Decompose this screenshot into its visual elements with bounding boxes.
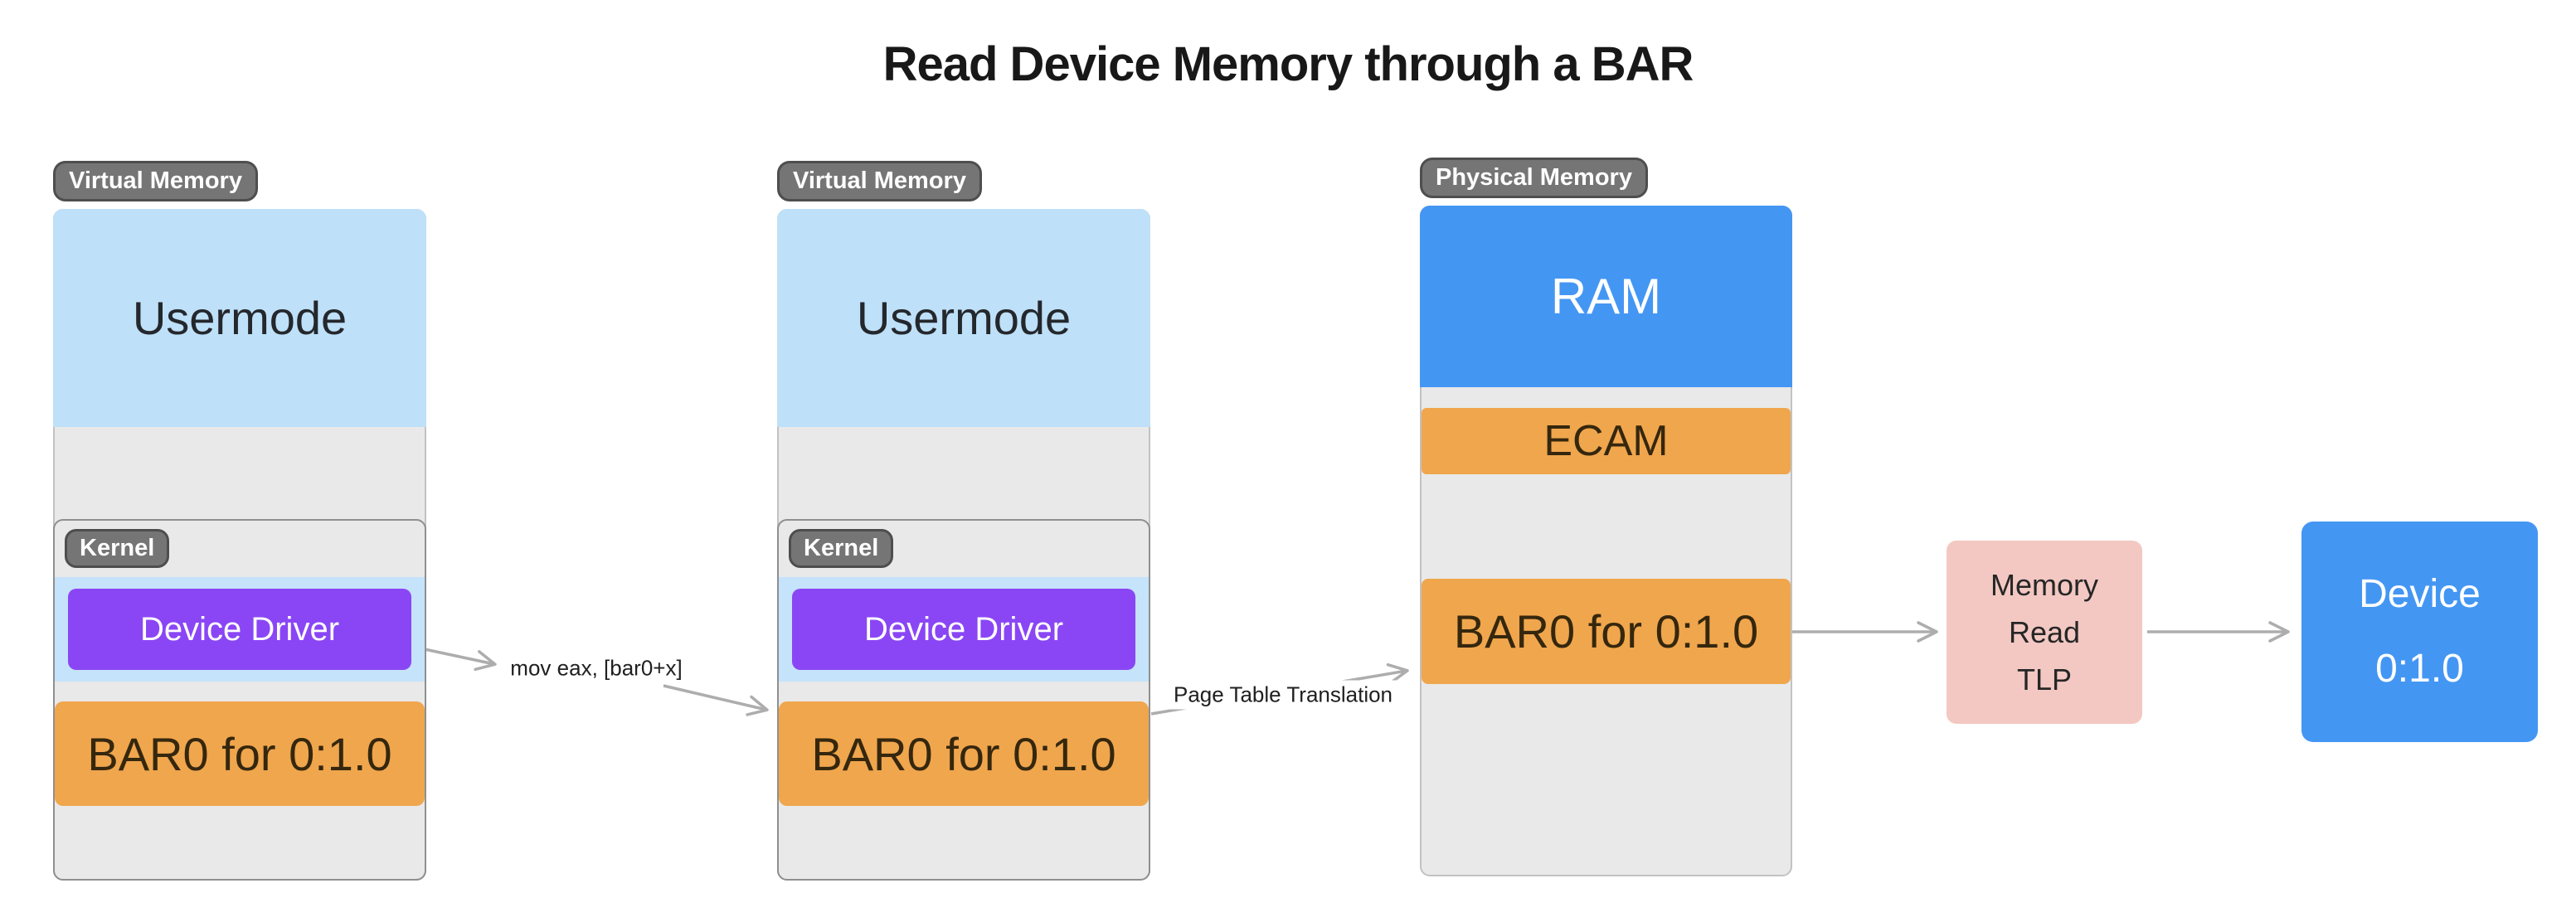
device-line-2: 0:1.0 (2375, 647, 2464, 691)
device-box: Device 0:1.0 (2301, 522, 2538, 742)
physical-memory-column: RAM ECAM BAR0 for 0:1.0 (1420, 206, 1792, 876)
kernel-region-2: Kernel Device Driver BAR0 for 0:1.0 (777, 519, 1150, 881)
usermode-block-1: Usermode (53, 209, 426, 427)
label-mov-instruction: mov eax, [bar0+x] (500, 653, 693, 683)
kernel-badge-2: Kernel (789, 529, 894, 568)
tlp-line-1: Memory (1990, 568, 2098, 602)
tlp-line-3: TLP (2016, 662, 2073, 696)
usermode-block-2: Usermode (777, 209, 1150, 427)
diagram-title: Read Device Memory through a BAR (882, 37, 1694, 91)
bar0-block-2: BAR0 for 0:1.0 (779, 701, 1149, 806)
virtual-memory-1-badge: Virtual Memory (53, 161, 258, 201)
memory-read-tlp-box: Memory Read TLP (1947, 541, 2142, 724)
physical-memory-badge: Physical Memory (1420, 158, 1648, 198)
virtual-memory-2-column: Usermode Kernel Device Driver BAR0 for 0… (777, 209, 1150, 881)
kernel-region-1: Kernel Device Driver BAR0 for 0:1.0 (53, 519, 426, 881)
driver-mapping-strip-2: Device Driver (779, 577, 1149, 682)
label-page-table-translation: Page Table Translation (1163, 680, 1403, 710)
device-line-1: Device (2359, 572, 2481, 616)
ram-block: RAM (1420, 206, 1792, 387)
device-driver-block-2: Device Driver (792, 589, 1135, 670)
arrow-mov-label-to-bar0 (663, 684, 769, 716)
driver-mapping-strip-1: Device Driver (55, 577, 425, 682)
ecam-block: ECAM (1422, 408, 1791, 474)
tlp-line-2: Read (2008, 615, 2081, 649)
bar0-block-1: BAR0 for 0:1.0 (55, 701, 425, 806)
bar0-block-physical: BAR0 for 0:1.0 (1422, 579, 1791, 684)
kernel-badge-1: Kernel (65, 529, 170, 568)
device-driver-block-1: Device Driver (68, 589, 411, 670)
arrow-driver-to-mov-label (424, 648, 497, 672)
virtual-memory-1-column: Usermode Kernel Device Driver BAR0 for 0… (53, 209, 426, 881)
virtual-memory-2-badge: Virtual Memory (777, 161, 982, 201)
